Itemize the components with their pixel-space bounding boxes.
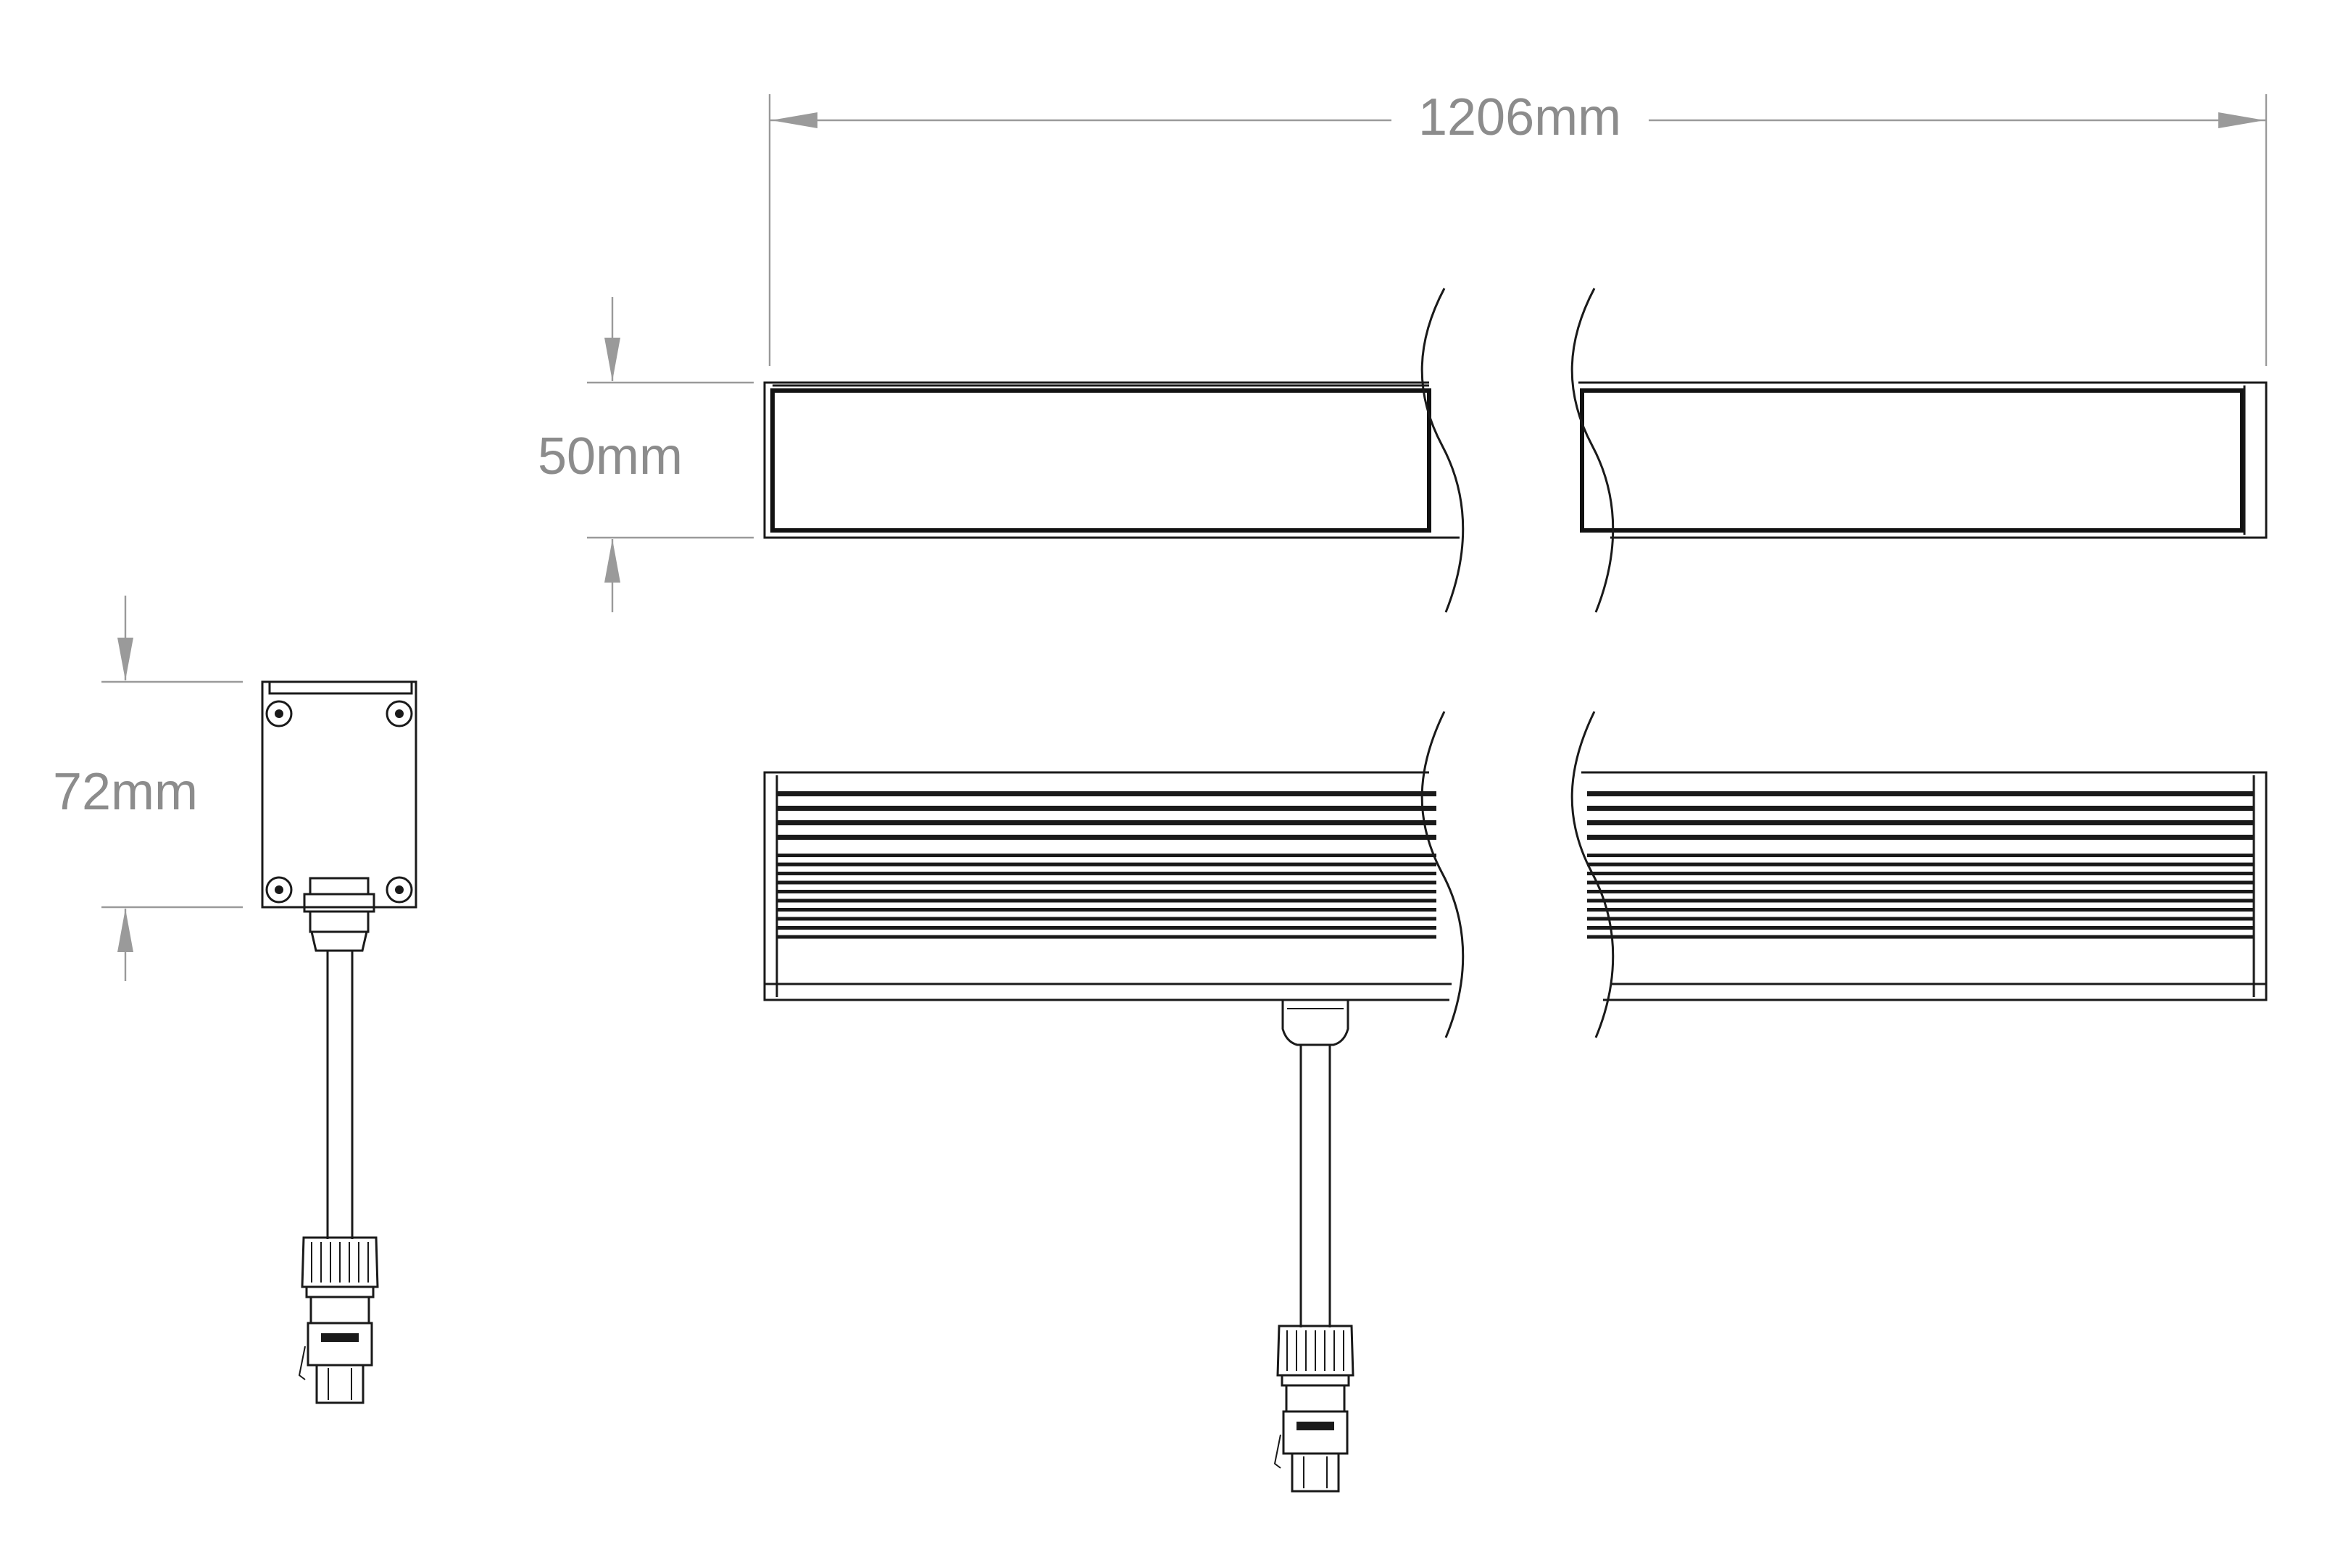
end-gland-base	[309, 877, 370, 896]
top-view-left-outline	[763, 381, 1460, 539]
front-connector	[1273, 1325, 1354, 1493]
fin-left-10	[777, 898, 1436, 903]
fin-right-2	[1587, 806, 2254, 811]
fin-right-6	[1587, 862, 2254, 867]
fin-left-7	[777, 872, 1436, 875]
top-view-break-line-left	[1420, 288, 1465, 613]
length-label: 1206mm	[1418, 88, 1621, 146]
fin-right-11	[1587, 908, 2254, 912]
fin-left-5	[777, 854, 1436, 857]
end-view	[261, 680, 417, 1404]
fin-right-10	[1587, 898, 2254, 903]
front-connector-tip	[1291, 1452, 1340, 1493]
fin-right-13	[1587, 926, 2254, 930]
end-view-screw-top-left-center	[275, 709, 283, 718]
front-connector-body	[1285, 1384, 1346, 1413]
end-view-top-lip	[268, 680, 413, 695]
front-cable-gland	[1281, 1000, 1349, 1046]
end-connector-latch	[321, 1333, 359, 1342]
fin-right-4	[1587, 835, 2254, 840]
front-connector-collar	[1281, 1374, 1350, 1387]
front-connector-latch-housing	[1282, 1410, 1349, 1455]
end-view-screw-top-right-center	[395, 709, 404, 718]
fin-right-9	[1587, 890, 2254, 893]
fin-right-7	[1587, 872, 2254, 875]
end-view-screw-top-left	[265, 700, 293, 727]
end-view-body	[261, 680, 417, 909]
fin-left-13	[777, 926, 1436, 930]
top-view-right-lens	[1580, 388, 2244, 533]
end-height-dimension: 72mm	[53, 596, 243, 981]
fin-right-8	[1587, 880, 2254, 885]
front-connector-clip	[1273, 1434, 1281, 1469]
end-connector-latch-housing	[307, 1322, 373, 1367]
fin-left-12	[777, 917, 1436, 921]
fin-left-4	[777, 835, 1436, 840]
length-arrow-right	[2218, 112, 2265, 128]
fin-left-8	[777, 880, 1436, 885]
front-view-left-outline	[763, 771, 1449, 1001]
fin-left-1	[777, 791, 1436, 796]
length-dimension: 1206mm	[768, 88, 2268, 366]
end-view-screw-bottom-right-center	[395, 885, 404, 894]
fin-right-12	[1587, 917, 2254, 921]
end-arrow-bottom	[117, 909, 133, 952]
front-connector-nut	[1276, 1325, 1354, 1377]
fin-left-9	[777, 890, 1436, 893]
top-view-right-outline	[1578, 381, 2268, 539]
end-height-label: 72mm	[53, 763, 198, 821]
end-gland-nut	[303, 893, 375, 913]
fin-left-14	[777, 935, 1436, 939]
end-gland-body	[309, 910, 370, 933]
front-view-break-line-right	[1570, 711, 1615, 1038]
top-view-left-lens	[770, 388, 1431, 533]
fin-right-5	[1587, 854, 2254, 857]
end-view-screw-bottom-right	[386, 876, 413, 904]
height-dimension: 50mm	[538, 297, 754, 612]
fin-left-3	[777, 820, 1436, 825]
end-connector-nut	[301, 1236, 379, 1288]
fin-right-1	[1587, 791, 2254, 796]
fin-left-11	[777, 908, 1436, 912]
top-view-break-line-right	[1570, 288, 1615, 613]
fin-right-3	[1587, 820, 2254, 825]
front-connector-latch	[1296, 1422, 1334, 1430]
end-connector-tip	[315, 1364, 365, 1404]
front-view-right-outline	[1581, 771, 2268, 1001]
end-view-screw-bottom-left	[265, 876, 293, 904]
front-view-fins	[777, 791, 2254, 939]
length-arrow-left	[771, 112, 817, 128]
fin-right-14	[1587, 935, 2254, 939]
fin-left-6	[777, 862, 1436, 867]
end-connector-body	[309, 1296, 370, 1325]
height-label: 50mm	[538, 428, 683, 485]
end-arrow-top	[117, 638, 133, 680]
front-view	[763, 711, 2268, 1493]
end-view-screw-top-right	[386, 700, 413, 727]
end-connector	[298, 1236, 379, 1404]
front-view-break-line-left	[1420, 711, 1465, 1038]
end-view-screw-bottom-left-center	[275, 885, 283, 894]
end-connector-collar	[305, 1285, 375, 1298]
top-view	[763, 288, 2268, 613]
height-arrow-top	[604, 338, 620, 381]
height-arrow-bottom	[604, 539, 620, 583]
end-gland-taper	[310, 931, 368, 952]
fin-left-2	[777, 806, 1436, 811]
end-connector-clip	[298, 1346, 306, 1380]
